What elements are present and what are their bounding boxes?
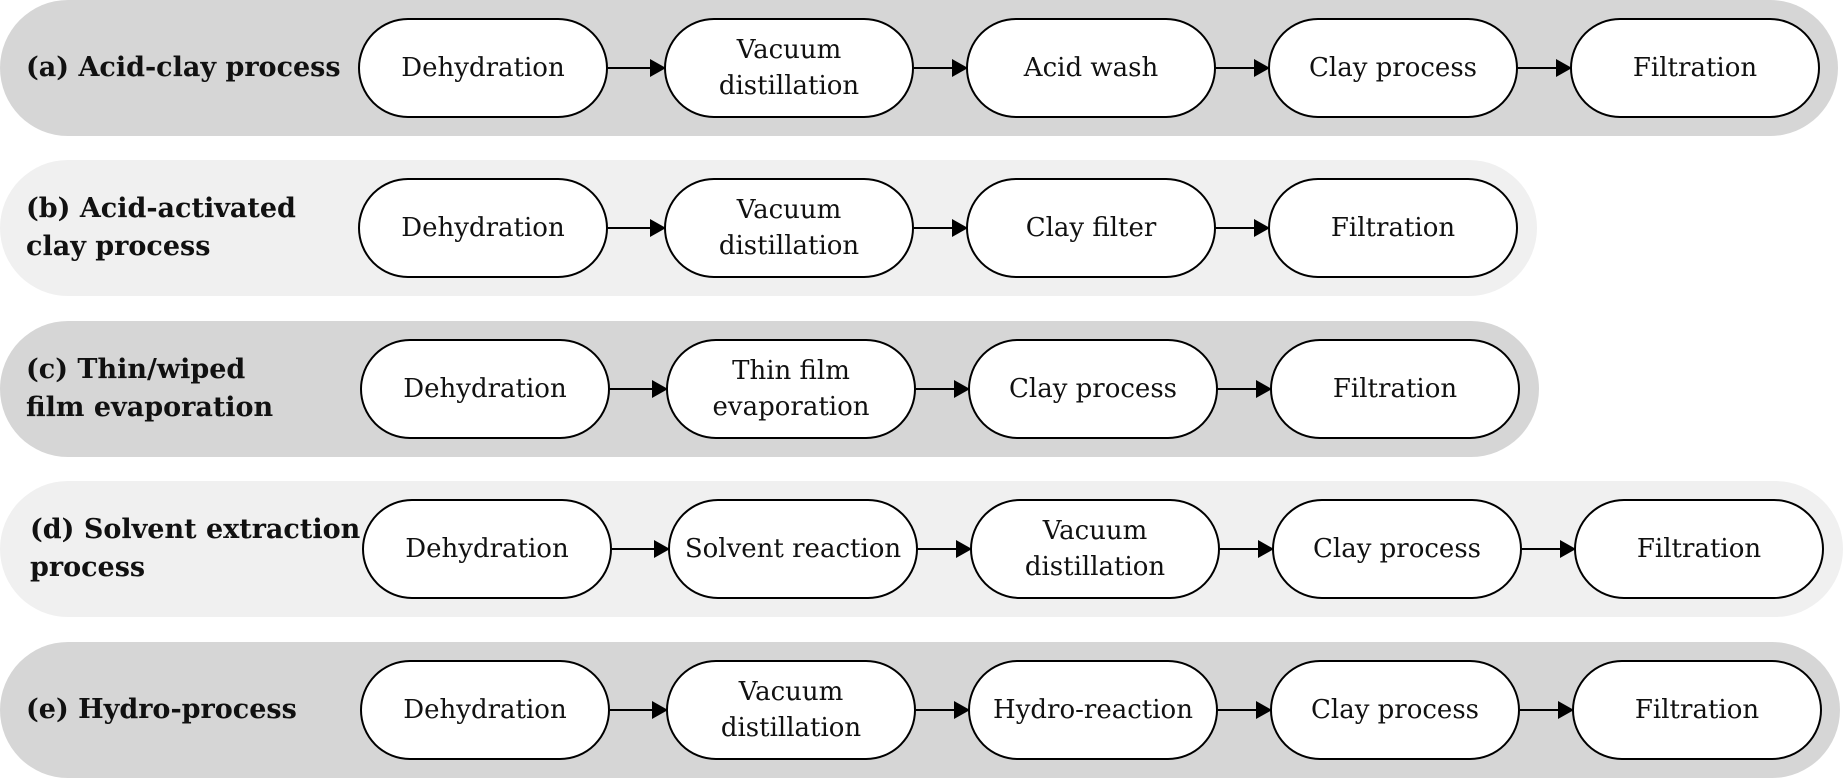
step-d-2: Solvent reaction: [668, 499, 918, 599]
step-d-3: Vacuum distillation: [970, 499, 1220, 599]
arrow-c-1: [610, 380, 668, 398]
step-b-2: Vacuum distillation: [664, 178, 914, 278]
step-a-5: Filtration: [1570, 18, 1820, 118]
step-c-4: Filtration: [1270, 339, 1520, 439]
arrow-d-4: [1522, 540, 1576, 558]
step-c-2: Thin film evaporation: [666, 339, 916, 439]
arrow-e-1: [610, 701, 668, 719]
step-e-1: Dehydration: [360, 660, 610, 760]
arrow-c-2: [916, 380, 970, 398]
arrow-d-2: [918, 540, 972, 558]
process-label-c: (c) Thin/wiped film evaporation: [26, 354, 274, 423]
arrow-e-3: [1218, 701, 1272, 719]
arrow-a-4: [1518, 59, 1572, 77]
step-c-1: Dehydration: [360, 339, 610, 439]
process-label-a: (a) Acid-clay process: [26, 52, 341, 83]
step-a-4: Clay process: [1268, 18, 1518, 118]
step-e-2: Vacuum distillation: [666, 660, 916, 760]
step-b-3: Clay filter: [966, 178, 1216, 278]
arrow-d-1: [612, 540, 670, 558]
step-a-1: Dehydration: [358, 18, 608, 118]
step-e-3: Hydro-reaction: [968, 660, 1218, 760]
arrow-d-3: [1220, 540, 1274, 558]
arrow-b-2: [914, 219, 968, 237]
step-e-5: Filtration: [1572, 660, 1822, 760]
step-c-3: Clay process: [968, 339, 1218, 439]
process-label-d: (d) Solvent extraction process: [30, 514, 361, 583]
process-band-d: (d) Solvent extraction process Dehydrati…: [0, 481, 1843, 617]
step-e-4: Clay process: [1270, 660, 1520, 760]
process-band-a: (a) Acid-clay process Dehydration Vacuum…: [0, 0, 1838, 136]
arrow-a-2: [914, 59, 968, 77]
arrow-a-3: [1216, 59, 1270, 77]
arrow-b-1: [608, 219, 666, 237]
process-band-c: (c) Thin/wiped film evaporation Dehydrat…: [0, 321, 1539, 457]
process-label-b: (b) Acid-activated clay process: [26, 193, 296, 262]
process-band-b: (b) Acid-activated clay process Dehydrat…: [0, 160, 1537, 296]
arrow-a-1: [608, 59, 666, 77]
arrow-b-3: [1216, 219, 1270, 237]
arrow-c-3: [1218, 380, 1272, 398]
arrow-e-4: [1520, 701, 1574, 719]
step-b-4: Filtration: [1268, 178, 1518, 278]
arrow-e-2: [916, 701, 970, 719]
step-a-2: Vacuum distillation: [664, 18, 914, 118]
step-a-3: Acid wash: [966, 18, 1216, 118]
process-label-e: (e) Hydro-process: [26, 694, 297, 725]
step-d-5: Filtration: [1574, 499, 1824, 599]
step-b-1: Dehydration: [358, 178, 608, 278]
step-d-1: Dehydration: [362, 499, 612, 599]
process-band-e: (e) Hydro-process Dehydration Vacuum dis…: [0, 642, 1840, 778]
step-d-4: Clay process: [1272, 499, 1522, 599]
